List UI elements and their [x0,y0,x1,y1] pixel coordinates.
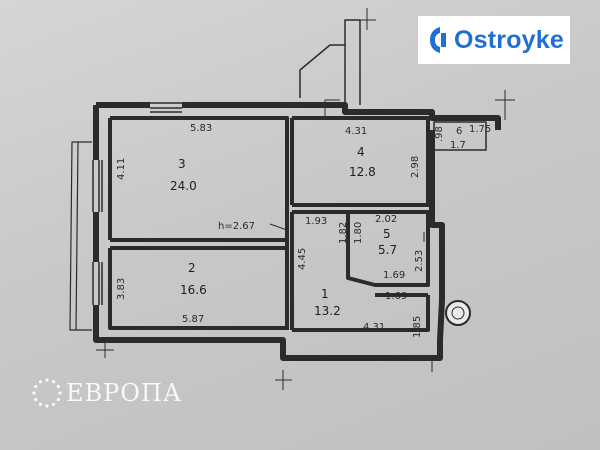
balcony [69,141,92,331]
room6-number: 6 [456,126,462,137]
dim-room6-height: .98 [434,126,445,142]
inner-walls [108,116,430,332]
dim-bath-left: 1.80 [353,222,364,244]
dim-room4-width: 4.31 [345,126,367,137]
dim-bath-top: 2.02 [375,214,397,225]
riser-top [299,19,361,105]
dim-room2-width: 5.87 [182,314,204,325]
watermark-text: ЕВРОПА [66,379,183,407]
room5-number: 5 [383,227,391,241]
dim-hall-top: 1.93 [305,216,327,227]
room2-number: 2 [188,261,196,275]
dim-bath-inner-left: 1.82 [338,222,349,244]
room-labels: 3 24.0 4 12.8 2 16.6 1 13.2 5 5.7 6 1.7 [170,126,466,318]
dim-hall-height: 4.45 [297,248,308,270]
grid-axis-bottom [275,358,433,390]
room4-number: 4 [357,145,365,159]
dim-hall-right: 1.85 [412,316,423,338]
room1-number: 1 [321,287,329,301]
dim-bath-right: 2.53 [414,250,425,272]
dim-room4-height: 2.98 [410,156,421,178]
dim-bath-bottom: 1.69 [383,270,405,281]
dim-room3-height: 4.11 [116,158,127,180]
grid-axis-top [360,8,376,30]
room6-area: 1.7 [450,140,466,151]
walls [69,8,515,390]
column-circle [445,300,471,326]
grid-axis-right [495,90,515,120]
ostroyke-logo-text: Ostroyke [454,25,564,54]
dim-room3-width: 5.83 [190,123,212,134]
evropa-watermark: ЕВРОПА [30,368,190,418]
dim-hall-mid: 1.69 [385,291,407,302]
window-room2 [92,262,103,305]
room3-area: 24.0 [170,179,197,193]
ostroyke-logo-icon [430,27,446,53]
ostroyke-logo: Ostroyke [418,16,570,64]
dim-room6-width: 1.75 [469,124,491,135]
grid-axis-left [96,340,114,358]
room3-number: 3 [178,157,186,171]
stars-icon [32,378,62,408]
room5-area: 5.7 [378,243,397,257]
dim-ceiling-height: h=2.67 [218,221,255,232]
dim-room2-height: 3.83 [116,278,127,300]
room2-area: 16.6 [180,283,207,297]
room4-area: 12.8 [349,165,376,179]
room6-box [433,121,487,151]
dim-hall-bottom: 4.31 [363,322,385,333]
door-room3 [269,223,288,231]
window-top [150,102,182,113]
window-room3 [92,160,103,212]
dimension-labels: 5.83 4.11 h=2.67 4.31 2.98 1.75 .98 3.83… [116,123,491,338]
door-room4 [324,99,340,118]
room1-area: 13.2 [314,304,341,318]
column-circle-inner [451,306,465,320]
outer-wall [93,102,501,361]
